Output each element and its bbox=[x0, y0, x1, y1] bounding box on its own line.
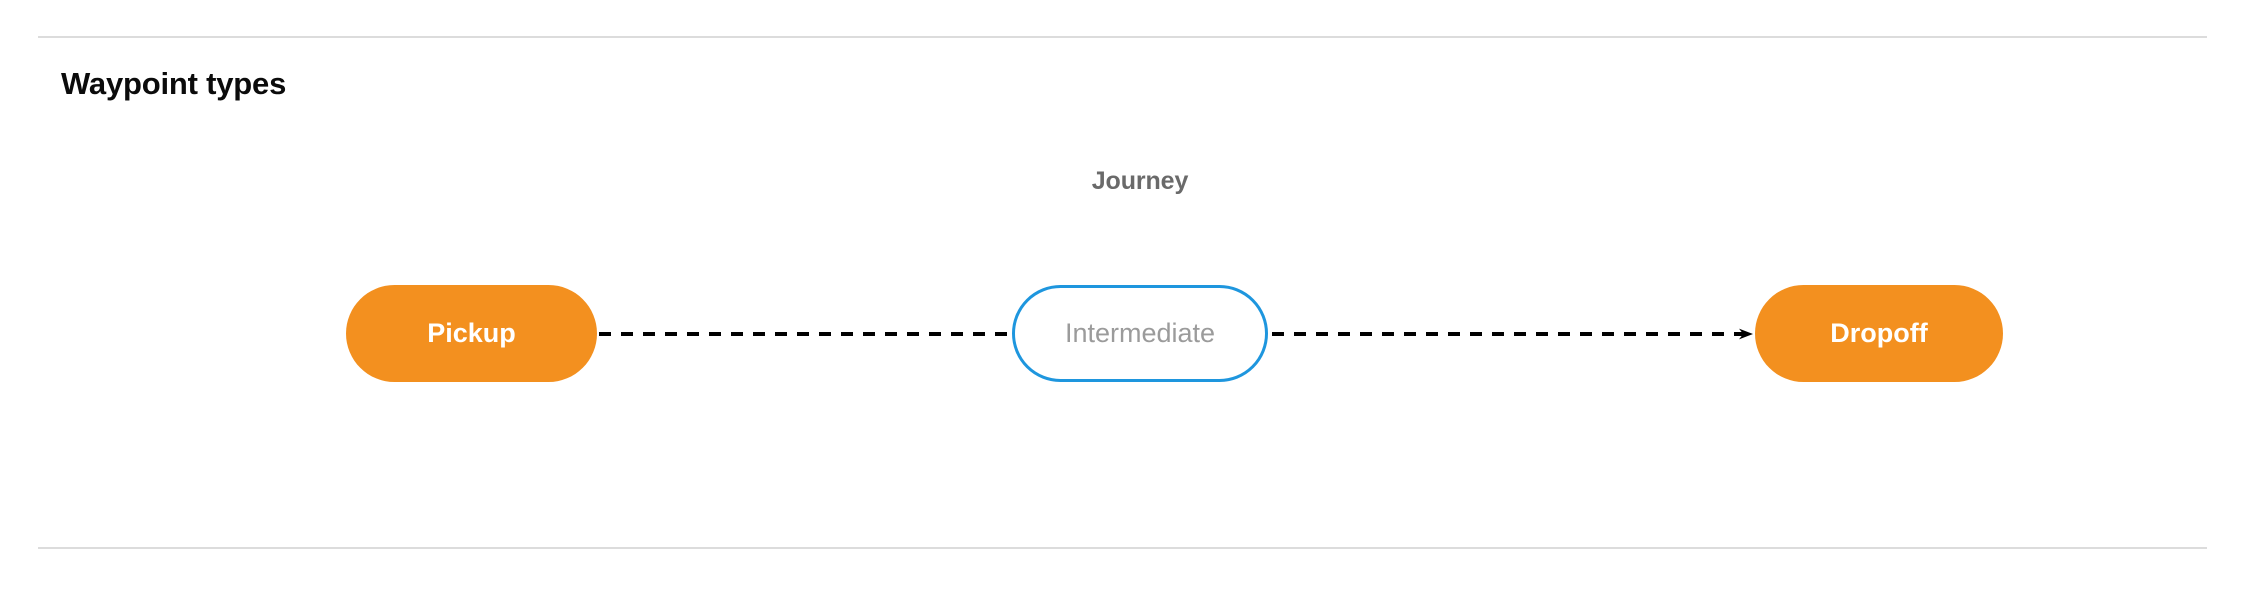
section-divider-top bbox=[38, 36, 2207, 38]
node-intermediate-label: Intermediate bbox=[1064, 318, 1216, 348]
node-pickup-label: Pickup bbox=[427, 318, 516, 348]
node-dropoff-label: Dropoff bbox=[1830, 318, 1928, 348]
node-pickup[interactable]: Pickup bbox=[346, 285, 597, 382]
journey-group-label: Journey bbox=[1091, 167, 1189, 195]
page-title: Waypoint types bbox=[61, 66, 287, 101]
node-dropoff[interactable]: Dropoff bbox=[1755, 285, 2003, 382]
section-divider-bottom bbox=[38, 547, 2207, 549]
node-intermediate[interactable]: Intermediate bbox=[1012, 285, 1268, 382]
